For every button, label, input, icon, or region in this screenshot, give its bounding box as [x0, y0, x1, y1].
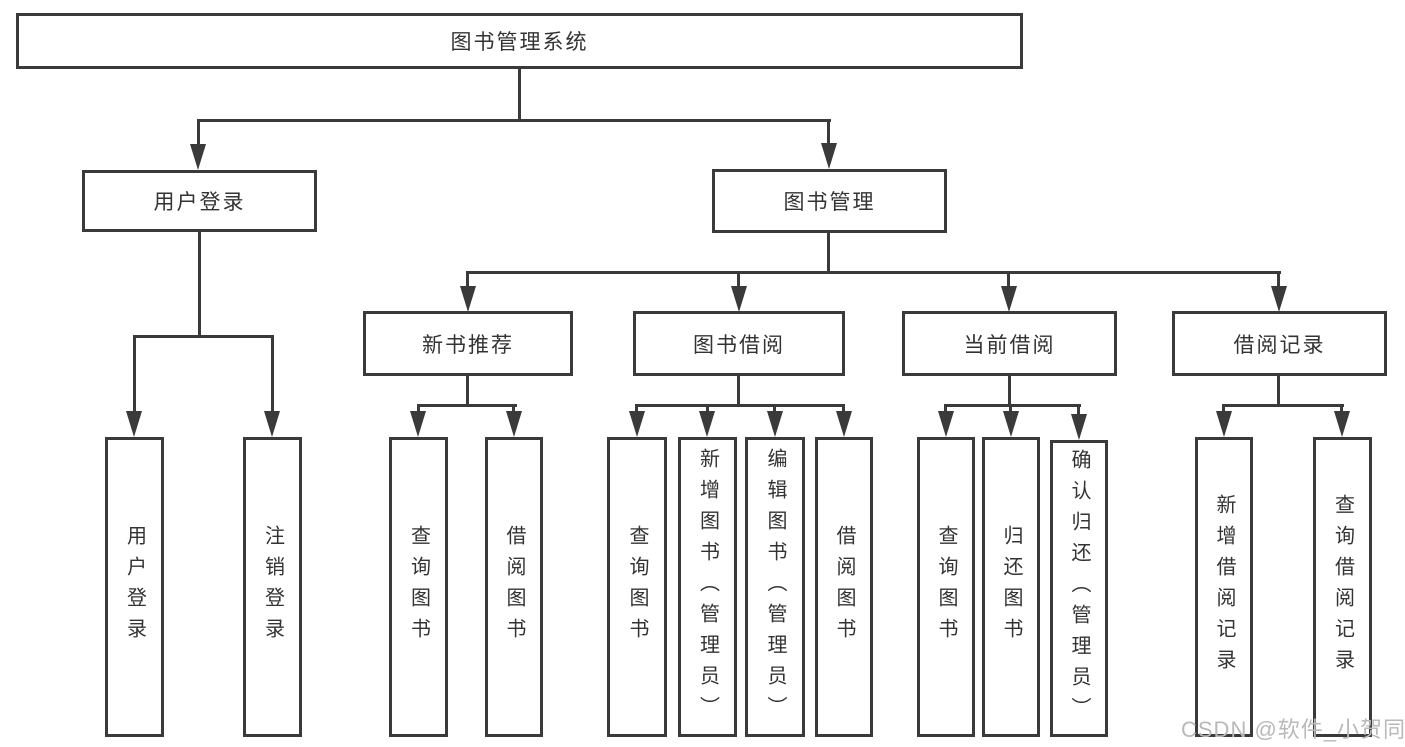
arrow-down-icon	[767, 411, 783, 437]
connector-borrow-stem	[737, 376, 740, 407]
leaf-logout: 注销登录	[243, 437, 302, 737]
connector-current-branch	[944, 404, 1081, 407]
connector-drop	[706, 404, 709, 414]
leaf-label: 归还图书	[1000, 525, 1022, 649]
leaf-label: 查询图书	[407, 525, 430, 649]
node-new-book-recommend: 新书推荐	[363, 311, 573, 376]
connector-drop	[1007, 271, 1010, 287]
leaf-label: 借阅图书	[503, 525, 525, 649]
connector-book-mgmt-branch	[467, 271, 1281, 274]
node-root-system: 图书管理系统	[16, 13, 1023, 69]
connector-drop	[417, 404, 420, 414]
node-user-login: 用户登录	[82, 170, 317, 232]
node-label: 图书借阅	[693, 333, 785, 357]
connector-recommend-branch	[417, 404, 517, 407]
arrow-down-icon	[629, 411, 645, 437]
connector-user-login-branch	[133, 335, 274, 338]
node-label: 当前借阅	[963, 333, 1056, 357]
connector-drop	[944, 404, 947, 414]
connector-drop	[1077, 404, 1080, 414]
leaf-label: 注销登录	[261, 525, 284, 649]
arrow-down-icon	[699, 411, 715, 437]
arrow-down-icon	[1271, 286, 1287, 312]
node-book-borrow: 图书借阅	[633, 311, 845, 376]
arrow-down-icon	[1334, 411, 1350, 437]
node-label: 图书管理系统	[450, 31, 589, 54]
connector-user-login-stem	[198, 232, 201, 338]
arrow-down-icon	[1071, 414, 1087, 440]
connector-drop	[512, 404, 515, 414]
leaf-label: 查询借阅记录	[1331, 494, 1354, 680]
connector-borrow-branch	[635, 404, 845, 407]
node-book-management: 图书管理	[712, 169, 947, 233]
connector-drop	[197, 119, 200, 146]
leaf-return-books: 归还图书	[982, 437, 1040, 737]
leaf-label: 借阅图书	[833, 525, 855, 649]
node-current-borrow: 当前借阅	[902, 311, 1117, 376]
arrow-down-icon	[1216, 411, 1232, 437]
connector-root-stem	[518, 69, 521, 121]
connector-drop	[133, 335, 136, 413]
leaf-confirm-return-admin: 确认归还（管理员）	[1050, 440, 1108, 737]
arrow-down-icon	[264, 411, 280, 437]
watermark: CSDN @软件_小贺同学	[1181, 717, 1405, 742]
leaf-label: 用户登录	[123, 525, 146, 649]
arrow-down-icon	[1003, 411, 1019, 437]
leaf-label: 确认归还（管理员）	[1068, 449, 1090, 728]
connector-book-mgmt-stem	[827, 233, 830, 274]
connector-drop	[1009, 404, 1012, 414]
arrow-down-icon	[836, 411, 852, 437]
arrow-down-icon	[938, 411, 954, 437]
leaf-add-books-admin: 新增图书（管理员）	[678, 437, 737, 737]
connector-records-branch	[1222, 404, 1344, 407]
connector-drop	[842, 404, 845, 414]
connector-drop	[737, 271, 740, 287]
leaf-add-borrow-record: 新增借阅记录	[1195, 437, 1253, 737]
node-label: 新书推荐	[422, 333, 514, 357]
leaf-label: 编辑图书（管理员）	[764, 447, 786, 727]
leaf-edit-books-admin: 编辑图书（管理员）	[745, 437, 805, 737]
node-label: 图书管理	[783, 191, 876, 214]
leaf-query-books: 查询图书	[917, 437, 975, 737]
arrow-down-icon	[190, 144, 206, 170]
connector-drop	[271, 335, 274, 413]
leaf-query-books: 查询图书	[607, 437, 667, 737]
connector-drop	[635, 404, 638, 414]
connector-drop	[827, 119, 830, 146]
arrow-down-icon	[506, 411, 522, 437]
connector-drop	[1340, 404, 1343, 414]
leaf-label: 新增借阅记录	[1213, 494, 1235, 680]
arrow-down-icon	[410, 411, 426, 437]
node-label: 用户登录	[153, 191, 246, 214]
connector-drop	[466, 271, 469, 287]
leaf-borrow-books: 借阅图书	[485, 437, 543, 737]
connector-recommend-stem	[466, 376, 469, 407]
leaf-query-books: 查询图书	[389, 437, 448, 737]
leaf-query-borrow-record: 查询借阅记录	[1313, 437, 1372, 737]
node-borrow-records: 借阅记录	[1172, 311, 1387, 376]
arrow-down-icon	[460, 286, 476, 312]
connector-root-branch	[197, 119, 831, 122]
leaf-label: 查询图书	[626, 525, 648, 649]
connector-drop	[1222, 404, 1225, 414]
connector-current-stem	[1008, 376, 1011, 407]
arrow-down-icon	[821, 143, 837, 169]
leaf-label: 查询图书	[935, 525, 957, 649]
arrow-down-icon	[126, 411, 142, 437]
leaf-label: 新增图书（管理员）	[696, 447, 719, 727]
leaf-borrow-books: 借阅图书	[815, 437, 873, 737]
connector-drop	[773, 404, 776, 414]
connector-records-stem	[1277, 376, 1280, 407]
node-label: 借阅记录	[1233, 333, 1326, 357]
arrow-down-icon	[1001, 286, 1017, 312]
connector-drop	[1277, 271, 1280, 287]
leaf-user-login: 用户登录	[105, 437, 164, 737]
arrow-down-icon	[731, 286, 747, 312]
